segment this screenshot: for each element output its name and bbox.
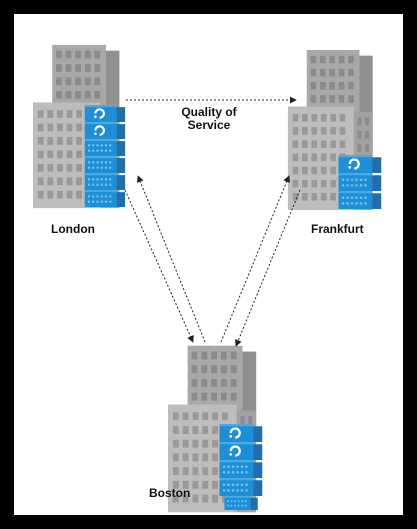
site-label-frankfurt: Frankfurt	[311, 222, 364, 236]
connections	[124, 96, 301, 347]
site-label-boston: Boston	[149, 486, 191, 500]
arrow-frankfurt-boston	[235, 189, 301, 347]
site-label-london: London	[51, 222, 95, 236]
qos-label: Quality of Service	[168, 106, 250, 132]
arrow-boston-frankfurt	[220, 175, 290, 343]
arrow-boston-london	[137, 175, 206, 343]
qos-label-text: Quality of Service	[181, 105, 237, 132]
building-frankfurt	[287, 50, 383, 210]
building-london	[33, 44, 127, 209]
arrow-london-boston	[124, 189, 194, 343]
server-stack-icon	[338, 155, 383, 209]
